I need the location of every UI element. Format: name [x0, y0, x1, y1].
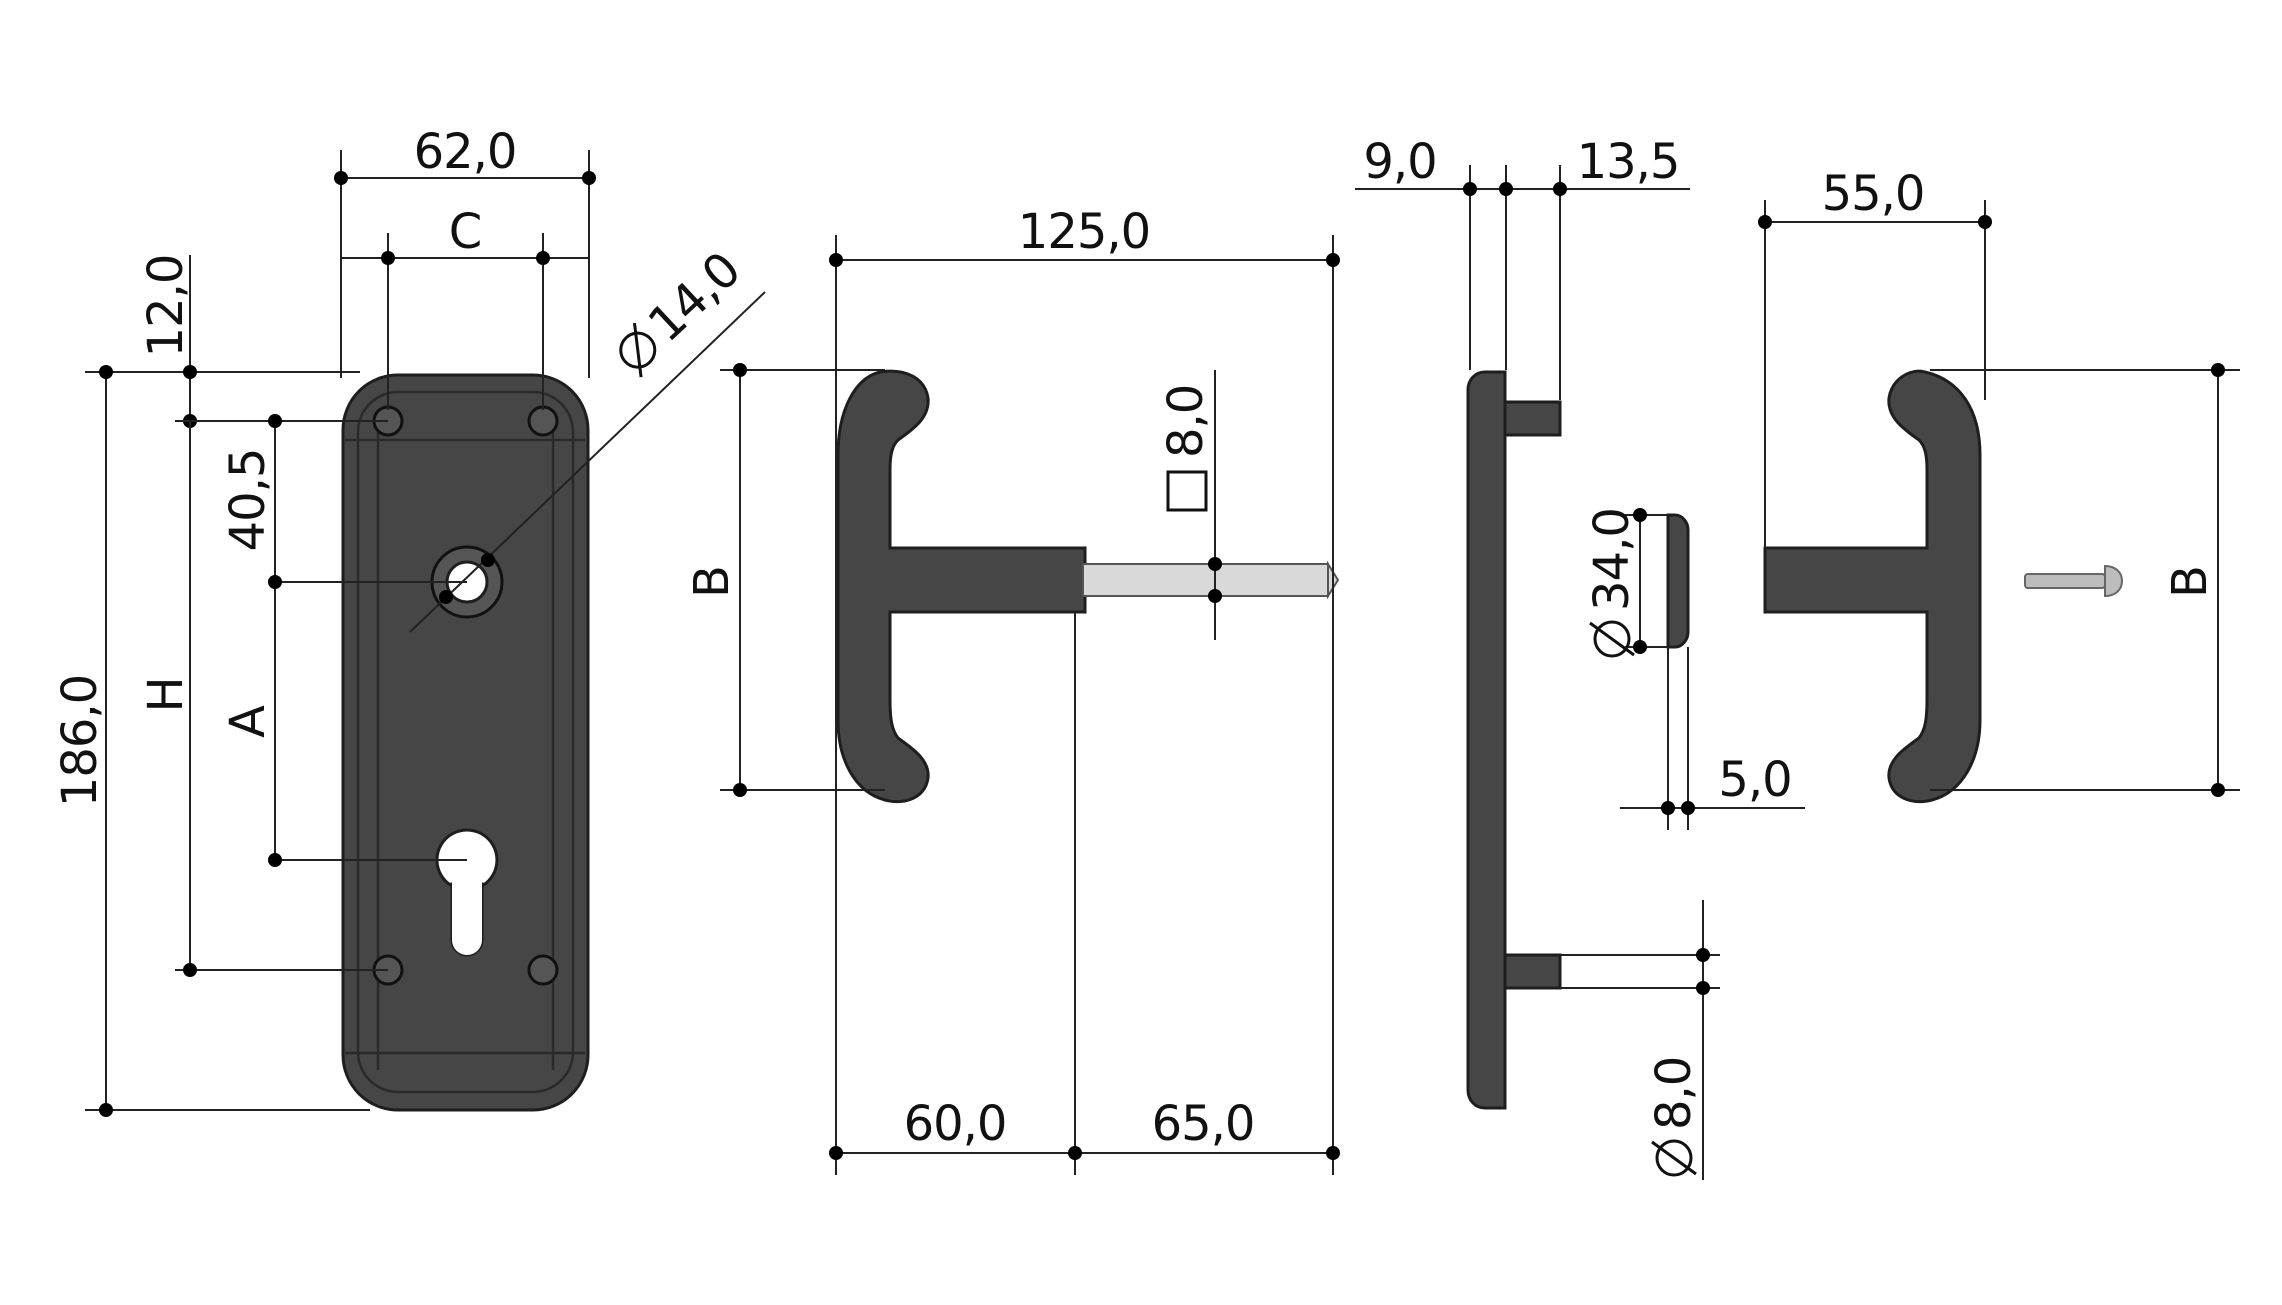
- handle-dimensions: [720, 235, 1340, 1175]
- handle-grip-right: [1763, 369, 1982, 803]
- diameter-icon: [1655, 1139, 1693, 1177]
- dim-length-left: 60,0: [904, 1096, 1007, 1152]
- plate-side-dimensions: [1355, 165, 1805, 1180]
- handle-opposite-labels: 55,0 B: [1822, 166, 2218, 598]
- dim-boss-length: 13,5: [1577, 134, 1680, 190]
- backplate-dimensions: [85, 150, 766, 1117]
- dim-boss-diameter: 8,0: [1646, 1057, 1702, 1130]
- dim-spindle-square: 8,0: [1158, 385, 1214, 458]
- dim-screw-distance: H: [138, 677, 194, 712]
- diameter-icon: [1593, 620, 1631, 658]
- plate-side-labels: 9,0 13,5 34,0 5,0 8,0: [1363, 134, 1793, 1177]
- dim-total-length: 125,0: [1018, 204, 1150, 260]
- handle-opposite-dimensions: [1758, 200, 2240, 797]
- square-icon: [1166, 470, 1208, 512]
- fixing-pin-shaft: [2024, 573, 2106, 589]
- handle-side-view: [836, 369, 1340, 803]
- dim-rosette-diameter: 34,0: [1584, 508, 1640, 611]
- spindle-square-bar: [1082, 563, 1329, 597]
- rosette-side: [1666, 513, 1690, 649]
- boss-top: [1503, 400, 1562, 437]
- fixing-pin-head: [2104, 564, 2124, 598]
- handle-labels: 125,0 B 8,0 60,0 65,0: [684, 204, 1255, 1152]
- backplate-body: [341, 373, 590, 1112]
- handle-grip-left: [836, 369, 1087, 803]
- screw-bottom-right: [527, 954, 559, 986]
- dim-handle-span-left: B: [684, 566, 740, 598]
- screw-top-right: [527, 405, 559, 437]
- dim-length-right: 65,0: [1152, 1096, 1255, 1152]
- dim-hole-diameter: 14,0: [638, 242, 751, 353]
- dim-top-offset: 12,0: [138, 255, 194, 358]
- dim-plate-thickness: 9,0: [1363, 134, 1436, 190]
- backplate-front-view: [341, 373, 590, 1112]
- dim-plate-height: 186,0: [52, 675, 108, 807]
- dim-screw-spacing: C: [449, 204, 482, 260]
- plate-side-body: [1466, 370, 1507, 1110]
- dim-rosette-thickness: 5,0: [1718, 752, 1791, 808]
- backplate-inner-edge: [356, 390, 575, 1094]
- dim-handle-projection: 55,0: [1822, 166, 1925, 222]
- dim-handle-span-right: B: [2162, 566, 2218, 598]
- diameter-icon: [619, 331, 657, 369]
- handle-opposite-view: [1763, 369, 2124, 803]
- plate-side-view: [1466, 370, 1690, 1110]
- dim-center-distance: A: [220, 705, 276, 738]
- dim-plate-width: 62,0: [414, 124, 517, 180]
- dim-hole-offset: 40,5: [220, 449, 276, 552]
- boss-bottom: [1503, 953, 1562, 990]
